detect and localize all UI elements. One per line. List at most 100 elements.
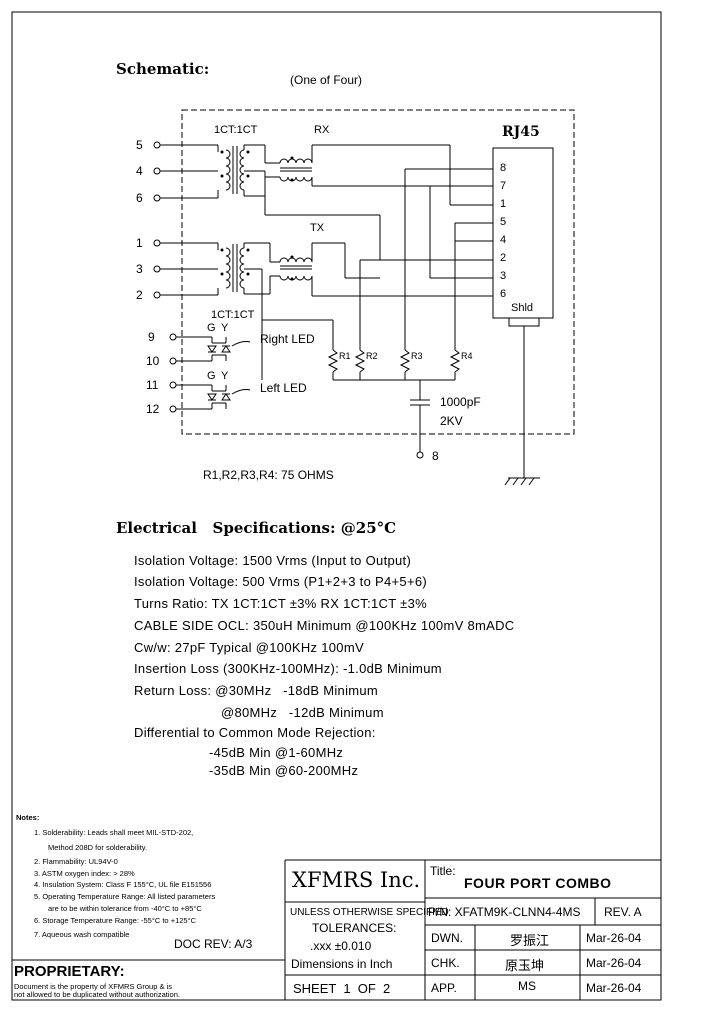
resistor-label: R2 [366, 351, 378, 361]
company-name: XFMRS Inc. [292, 868, 421, 892]
tolerances-label: TOLERANCES: [312, 921, 397, 935]
pin-label: 4 [136, 164, 143, 178]
spec-line: Return Loss: @30MHz -18dB Minimum [134, 683, 379, 698]
tx-label: TX [310, 222, 325, 234]
spec-line: Turns Ratio: TX 1CT:1CT ±3% RX 1CT:1CT ±… [134, 596, 427, 611]
rj45-pin: 7 [500, 180, 507, 192]
rj45-pin: 4 [500, 234, 507, 246]
rj45-pin: 5 [500, 216, 507, 228]
rj45-pin: 1 [500, 198, 507, 210]
chk-date: Mar-26-04 [586, 956, 642, 970]
doc-rev: DOC REV: A/3 [174, 937, 253, 951]
proprietary-line: Document is the property of XFMRS Group … [14, 982, 172, 991]
ct-bottom-label: 1CT:1CT [211, 309, 255, 321]
drawing-frame [11, 11, 662, 1001]
rx-label: RX [314, 124, 330, 136]
pin-circles [153, 141, 424, 459]
cap-voltage: 2KV [440, 414, 463, 428]
rx-left-wires [160, 144, 219, 199]
dwn-label: DWN. [431, 931, 463, 945]
led-g-label: G [207, 322, 216, 334]
chk-name: 原玉坤 [505, 958, 545, 973]
spec-line: @80MHz -12dB Minimum [221, 705, 384, 720]
rj45-label: RJ45 [502, 124, 540, 140]
app-date: Mar-26-04 [586, 981, 642, 995]
pin-label: 3 [136, 262, 143, 276]
module-outline [181, 109, 575, 435]
right-led-label: Right LED [260, 332, 315, 346]
spec-line: Cw/w: 27pF Typical @100KHz 100mV [134, 640, 364, 655]
spec-line: CABLE SIDE OCL: 350uH Minimum @100KHz 10… [134, 618, 515, 633]
electrical-heading: Electrical Specifications: @25°C [116, 519, 397, 537]
polarity-dots [220, 150, 294, 281]
rj45-pin: 3 [500, 270, 507, 282]
dwn-name: 罗振江 [510, 933, 550, 948]
note-item: Method 208D for solderability. [48, 843, 148, 852]
spec-line: -45dB Min @1-60MHz [209, 745, 344, 760]
revision: REV. A [604, 905, 642, 919]
led-g-label: G [207, 370, 216, 382]
pin-label: 2 [136, 288, 143, 302]
led-y-label: Y [221, 370, 229, 382]
shld-label: Shld [511, 302, 534, 314]
note-item: 4. Insulation System: Class F 155°C, UL … [34, 880, 212, 889]
note-item: 3. ASTM oxygen index: > 28% [34, 869, 135, 878]
pin-label: 9 [148, 330, 155, 344]
rj45-pin: 2 [500, 252, 507, 264]
pin-label: 1 [136, 236, 143, 250]
note-item: 6. Storage Temperature Range: -55°C to +… [34, 916, 196, 925]
resistor-label: R3 [411, 351, 423, 361]
title-block-lines [12, 859, 661, 1000]
capacitor [410, 380, 430, 452]
pin-label: 6 [136, 191, 143, 205]
note-item: 1. Solderability: Leads shall meet MIL-S… [34, 828, 194, 837]
cap-value: 1000pF [440, 395, 481, 409]
app-name: MS [518, 979, 536, 993]
note-item: are to be within tolerance from -40°C to… [48, 904, 202, 913]
unless-specified: UNLESS OTHERWISE SPECIFIED [290, 907, 449, 918]
tolerance-value: .xxx ±0.010 [310, 939, 372, 953]
proprietary-title: PROPRIETARY: [14, 963, 125, 980]
drawing-title: FOUR PORT COMBO [464, 875, 612, 891]
dwn-date: Mar-26-04 [586, 931, 642, 945]
sheet-number: SHEET 1 OF 2 [293, 981, 391, 996]
dimensions-note: Dimensions in Inch [291, 957, 393, 971]
title-label: Title: [430, 864, 456, 878]
chk-label: CHK. [431, 956, 460, 970]
schematic-title: Schematic: [116, 60, 210, 78]
proprietary-line: not allowed to be duplicated without aut… [14, 990, 180, 999]
ct-top-label: 1CT:1CT [214, 124, 258, 136]
app-label: APP. [431, 981, 457, 995]
spec-line: -35dB Min @60-200MHz [209, 763, 359, 778]
shld-tab [508, 317, 540, 327]
bottom-pin-label: 8 [432, 449, 439, 463]
led-y-label: Y [221, 322, 229, 334]
tx-transformer [225, 242, 493, 380]
pin-label: 11 [146, 378, 159, 392]
note-item: 2. Flammability: UL94V-0 [34, 857, 118, 866]
part-number: P/N: XFATM9K-CLNN4-4MS [428, 905, 581, 919]
spec-line: Isolation Voltage: 500 Vrms (P1+2+3 to P… [134, 574, 428, 589]
note-item: 7. Aqueous wash compatible [34, 930, 130, 939]
schematic-subtitle: (One of Four) [290, 73, 363, 87]
tx-left-wires [160, 242, 219, 296]
led-circuit [176, 336, 251, 410]
spec-line: Isolation Voltage: 1500 Vrms (Input to O… [134, 553, 412, 568]
pin-label: 10 [146, 354, 160, 368]
left-led-label: Left LED [260, 381, 307, 395]
spec-line: Differential to Common Mode Rejection: [134, 725, 376, 740]
rj45-pin: 6 [500, 288, 507, 300]
pin-label: 12 [146, 402, 160, 416]
resistor-note: R1,R2,R3,R4: 75 OHMS [203, 468, 334, 482]
resistor-label: R4 [461, 351, 473, 361]
spec-line: Insertion Loss (300KHz-100MHz): -1.0dB M… [134, 661, 442, 676]
shield-ground [504, 326, 540, 486]
rx-transformer [225, 144, 493, 206]
note-item: 5. Operating Temperature Range: All list… [34, 892, 216, 901]
resistor-network [327, 349, 461, 381]
resistor-label: R1 [339, 351, 351, 361]
pin-label: 5 [136, 138, 143, 152]
notes-heading: Notes: [16, 813, 40, 822]
rj45-pin: 8 [500, 162, 507, 174]
